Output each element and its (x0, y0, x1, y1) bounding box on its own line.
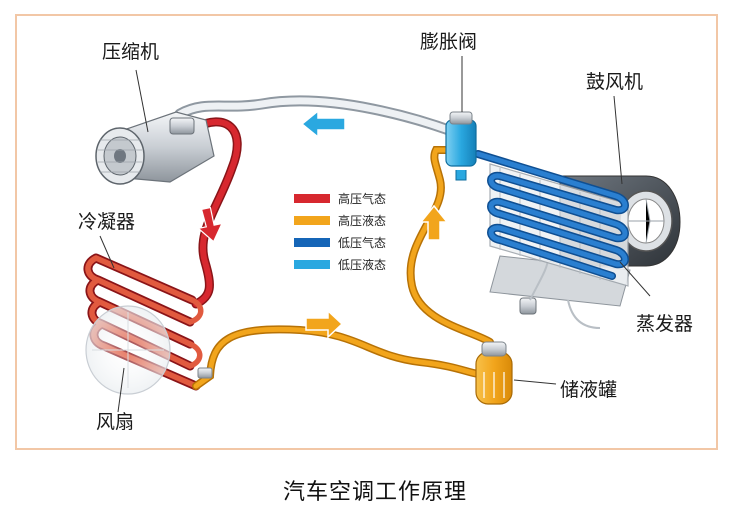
flow-arrow-liquid (305, 309, 344, 339)
legend-label-1: 高压液态 (338, 213, 386, 228)
ac-system-diagram: 压缩机 膨胀阀 鼓风机 冷凝器 蒸发器 储液罐 风扇 高压气态 高压液态 低压气… (78, 31, 693, 433)
discharge-line (190, 117, 242, 309)
label-receiver-drier: 储液罐 (560, 379, 617, 401)
fan-disc (85, 305, 171, 413)
flow-arrow-liquid-up (419, 204, 449, 241)
liquid-line-2 (406, 146, 494, 346)
legend-label-3: 低压液态 (338, 257, 386, 272)
legend-label-2: 低压气态 (338, 235, 386, 250)
label-evaporator: 蒸发器 (636, 313, 693, 335)
liquid-line-1 (192, 325, 482, 390)
label-blower: 鼓风机 (586, 71, 643, 93)
compressor (95, 69, 215, 185)
legend-swatch-0 (294, 194, 330, 203)
legend-label-0: 高压气态 (338, 191, 386, 206)
evaporator (474, 150, 651, 297)
label-condenser: 冷凝器 (78, 211, 135, 233)
legend-swatch-1 (294, 216, 330, 225)
legend-swatch-2 (294, 238, 330, 247)
diagram-title: 汽车空调工作原理 (282, 480, 467, 505)
label-fan: 风扇 (96, 411, 134, 433)
legend: 高压气态 高压液态 低压气态 低压液态 (294, 191, 386, 272)
condenser-coil (83, 253, 204, 391)
legend-swatch-3 (294, 260, 330, 269)
flow-arrow-suction (300, 109, 346, 139)
label-compressor: 压缩机 (102, 41, 159, 63)
receiver-drier (475, 341, 557, 405)
flow-arrow-discharge (197, 206, 223, 243)
label-expansion-valve: 膨胀阀 (420, 31, 477, 53)
suction-line (174, 95, 476, 144)
condenser-leader (99, 235, 115, 269)
expansion-valve (445, 56, 477, 181)
